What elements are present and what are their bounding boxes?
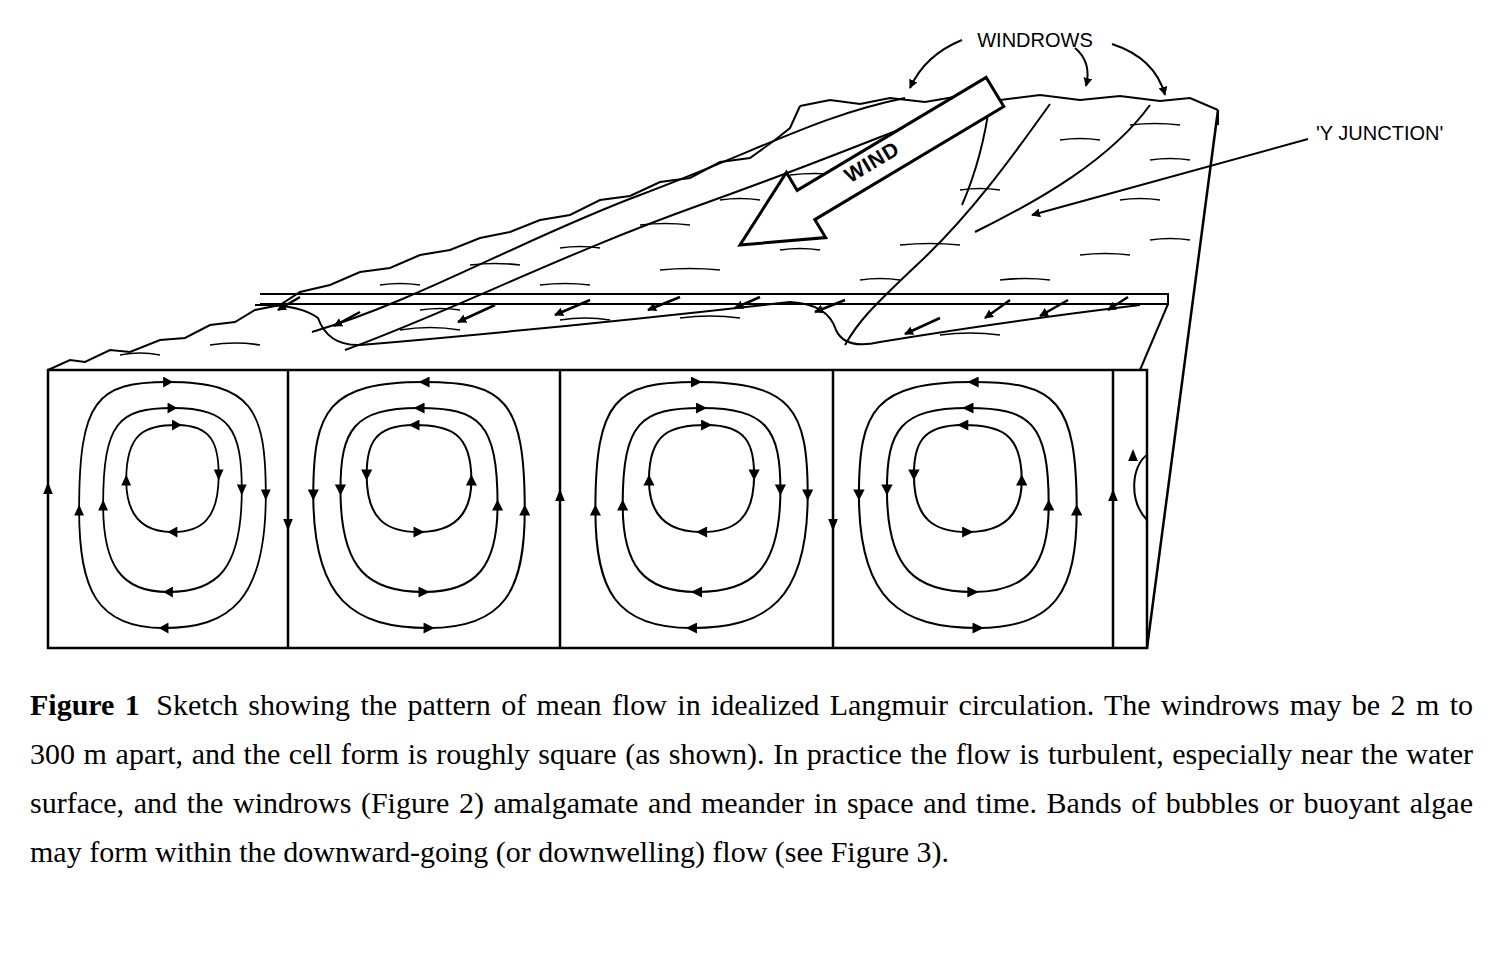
figure-number: Figure 1 [30, 688, 140, 721]
caption-text: Sketch showing the pattern of mean flow … [30, 688, 1473, 868]
windrows-label: WINDROWS [977, 29, 1093, 52]
y-junction-label: 'Y JUNCTION' [1316, 122, 1443, 145]
langmuir-illustration [0, 0, 1503, 680]
figure-caption: Figure 1Sketch showing the pattern of me… [30, 680, 1473, 876]
